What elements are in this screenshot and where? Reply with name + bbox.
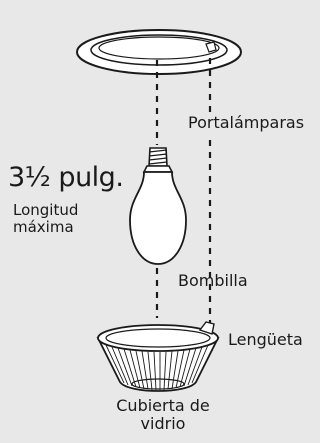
socket-ring	[76, 29, 242, 75]
glass-cover-label: Cubierta de vidrio	[116, 396, 210, 434]
bulb-size-label: 3½ pulg.	[8, 162, 124, 193]
glass-cover	[96, 321, 220, 392]
light-bulb	[129, 147, 187, 265]
socket-label: Portalámparas	[188, 113, 305, 132]
tab-label: Lengüeta	[228, 330, 303, 349]
bulb-label: Bombilla	[178, 271, 248, 290]
cover-tab	[198, 321, 215, 335]
guide-lines	[155, 58, 212, 325]
max-length-label: Longitud máxima	[13, 201, 79, 237]
